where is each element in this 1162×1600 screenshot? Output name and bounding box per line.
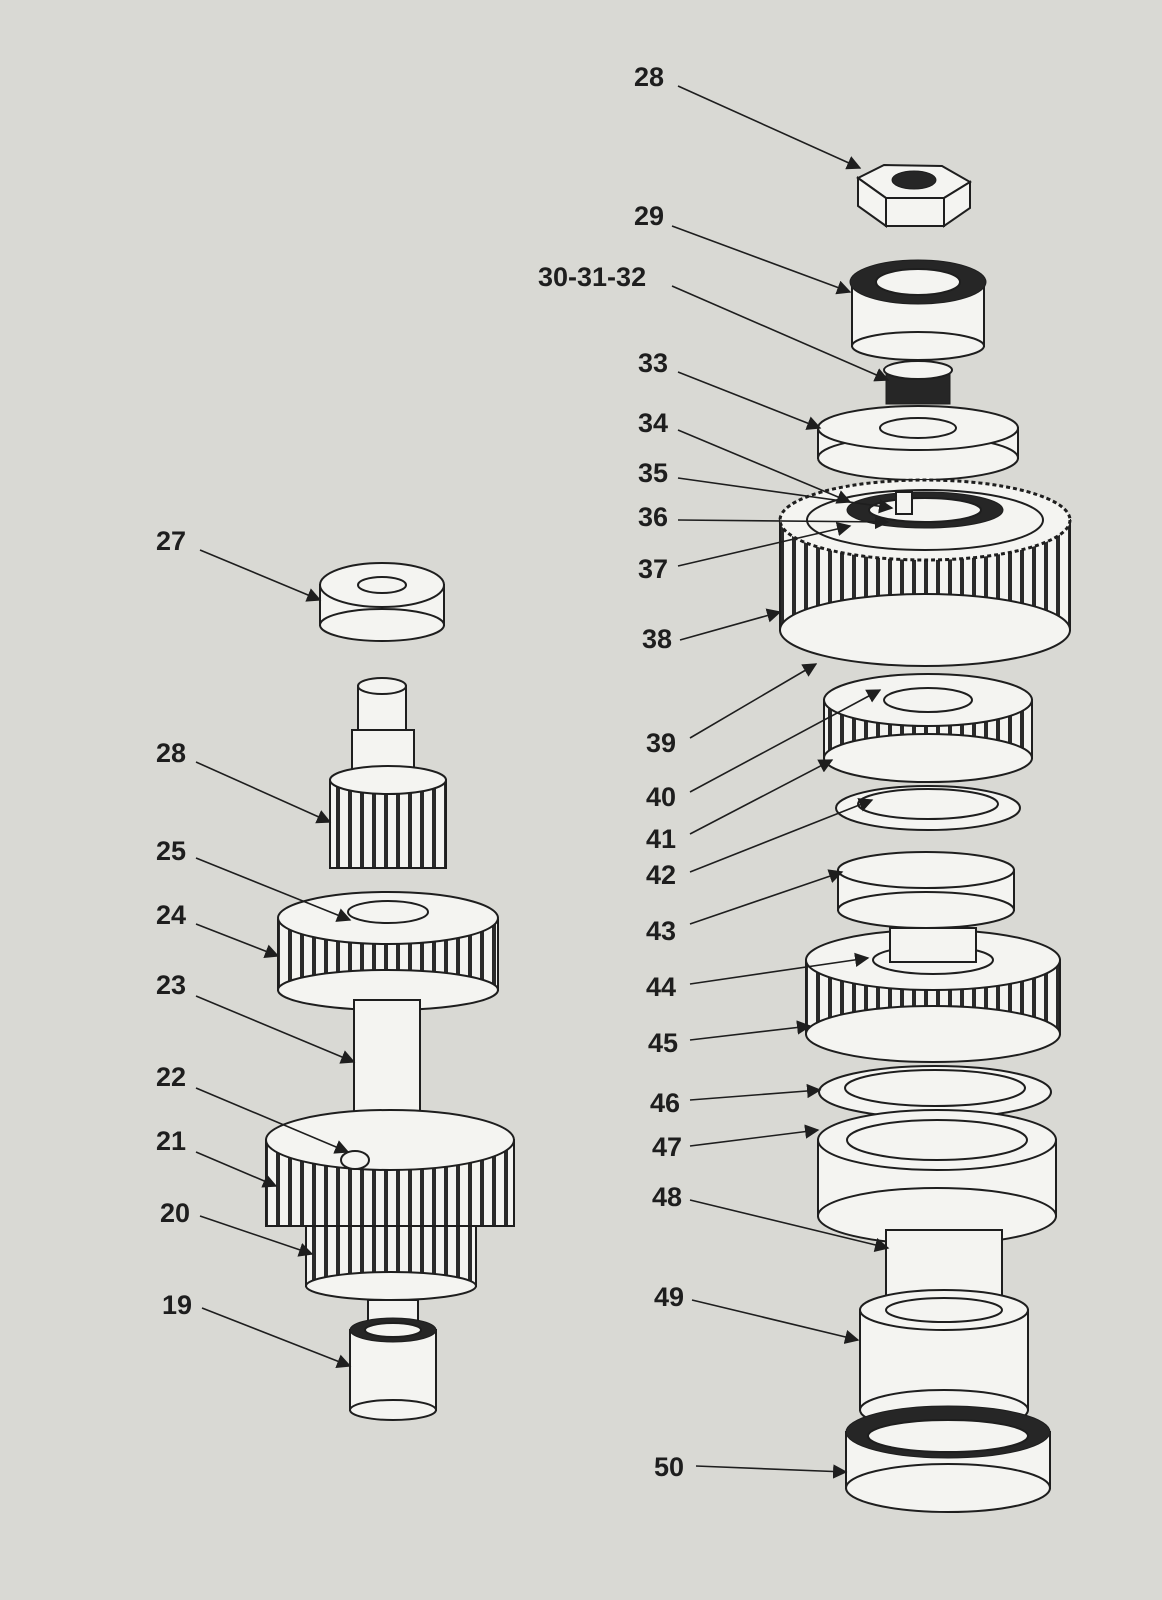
svg-text:39: 39 bbox=[646, 728, 676, 758]
svg-text:43: 43 bbox=[646, 916, 676, 946]
callout-49: 49 bbox=[654, 1282, 860, 1344]
part-gear-21 bbox=[265, 1109, 515, 1227]
part-bearing-47 bbox=[817, 1109, 1057, 1245]
svg-text:23: 23 bbox=[156, 970, 186, 1000]
part-rings-30-31-32 bbox=[883, 360, 953, 405]
svg-text:21: 21 bbox=[156, 1126, 186, 1156]
svg-text:19: 19 bbox=[162, 1290, 192, 1320]
svg-text:30-31-32: 30-31-32 bbox=[538, 262, 646, 292]
svg-text:33: 33 bbox=[638, 348, 668, 378]
svg-text:42: 42 bbox=[646, 860, 676, 890]
callout-24: 24 bbox=[156, 900, 280, 958]
callout-45: 45 bbox=[648, 1020, 812, 1058]
part-bearing-29 bbox=[849, 259, 987, 361]
svg-text:41: 41 bbox=[646, 824, 676, 854]
callout-40: 40 bbox=[646, 689, 882, 812]
svg-text:49: 49 bbox=[654, 1282, 684, 1312]
callout-29: 29 bbox=[634, 201, 852, 295]
svg-text:22: 22 bbox=[156, 1062, 186, 1092]
callout-41: 41 bbox=[646, 759, 834, 854]
callout-38: 38 bbox=[642, 608, 782, 654]
callout-20: 20 bbox=[160, 1198, 314, 1257]
svg-text:28: 28 bbox=[634, 62, 664, 92]
svg-text:38: 38 bbox=[642, 624, 672, 654]
svg-text:37: 37 bbox=[638, 554, 668, 584]
left-shaft-assembly bbox=[265, 562, 515, 1421]
callout-43: 43 bbox=[646, 869, 844, 946]
callout-21: 21 bbox=[156, 1126, 278, 1188]
part-bearing-27 bbox=[319, 562, 445, 642]
callout-50: 50 bbox=[654, 1452, 848, 1482]
svg-text:25: 25 bbox=[156, 836, 186, 866]
callout-36: 36 bbox=[638, 502, 890, 532]
svg-text:29: 29 bbox=[634, 201, 664, 231]
callout-34: 34 bbox=[638, 408, 852, 504]
callout-42: 42 bbox=[646, 798, 874, 890]
svg-text:50: 50 bbox=[654, 1452, 684, 1482]
svg-text:46: 46 bbox=[650, 1088, 680, 1118]
svg-text:40: 40 bbox=[646, 782, 676, 812]
svg-text:24: 24 bbox=[156, 900, 186, 930]
callout-39: 39 bbox=[646, 663, 818, 758]
part-washer-46 bbox=[818, 1065, 1052, 1119]
svg-text:48: 48 bbox=[652, 1182, 682, 1212]
svg-text:47: 47 bbox=[652, 1132, 682, 1162]
right-shaft-assembly bbox=[778, 163, 1072, 1513]
svg-text:28: 28 bbox=[156, 738, 186, 768]
callouts-left: 27 28 25 24 23 22 21 20 bbox=[156, 526, 356, 1368]
part-race-50 bbox=[845, 1405, 1051, 1513]
callout-48: 48 bbox=[652, 1182, 890, 1252]
part-hex-nut bbox=[856, 163, 972, 228]
part-gear-45 bbox=[805, 927, 1061, 1063]
part-spacer-43 bbox=[837, 851, 1015, 929]
svg-text:35: 35 bbox=[638, 458, 668, 488]
svg-text:34: 34 bbox=[638, 408, 668, 438]
callout-22: 22 bbox=[156, 1062, 350, 1154]
svg-text:20: 20 bbox=[160, 1198, 190, 1228]
callout-30-31-32: 30-31-32 bbox=[538, 262, 890, 382]
part-gear-38 bbox=[778, 478, 1072, 667]
svg-text:27: 27 bbox=[156, 526, 186, 556]
callout-37: 37 bbox=[638, 521, 852, 584]
callout-46: 46 bbox=[650, 1083, 822, 1118]
svg-text:36: 36 bbox=[638, 502, 668, 532]
svg-text:44: 44 bbox=[646, 972, 676, 1002]
callout-25: 25 bbox=[156, 836, 352, 922]
part-gear-40 bbox=[823, 673, 1033, 783]
callout-28-gear: 28 bbox=[156, 738, 332, 824]
part-washer-33 bbox=[817, 405, 1019, 481]
part-sleeve-19 bbox=[349, 1299, 437, 1421]
part-gear-24 bbox=[277, 891, 499, 1011]
svg-text:45: 45 bbox=[648, 1028, 678, 1058]
part-gear-20 bbox=[305, 1225, 477, 1301]
callout-23: 23 bbox=[156, 970, 356, 1064]
callouts-right: 28 29 30-31-32 33 34 35 36 37 bbox=[538, 62, 894, 1482]
callout-33: 33 bbox=[638, 348, 822, 430]
callout-27: 27 bbox=[156, 526, 322, 602]
callout-19: 19 bbox=[162, 1290, 352, 1368]
part-snap-ring-42 bbox=[835, 785, 1021, 831]
callout-35: 35 bbox=[638, 458, 894, 514]
part-gear-28-left bbox=[329, 765, 447, 869]
callout-47: 47 bbox=[652, 1124, 820, 1162]
callout-44: 44 bbox=[646, 952, 870, 1002]
callout-28-nut: 28 bbox=[634, 62, 862, 170]
